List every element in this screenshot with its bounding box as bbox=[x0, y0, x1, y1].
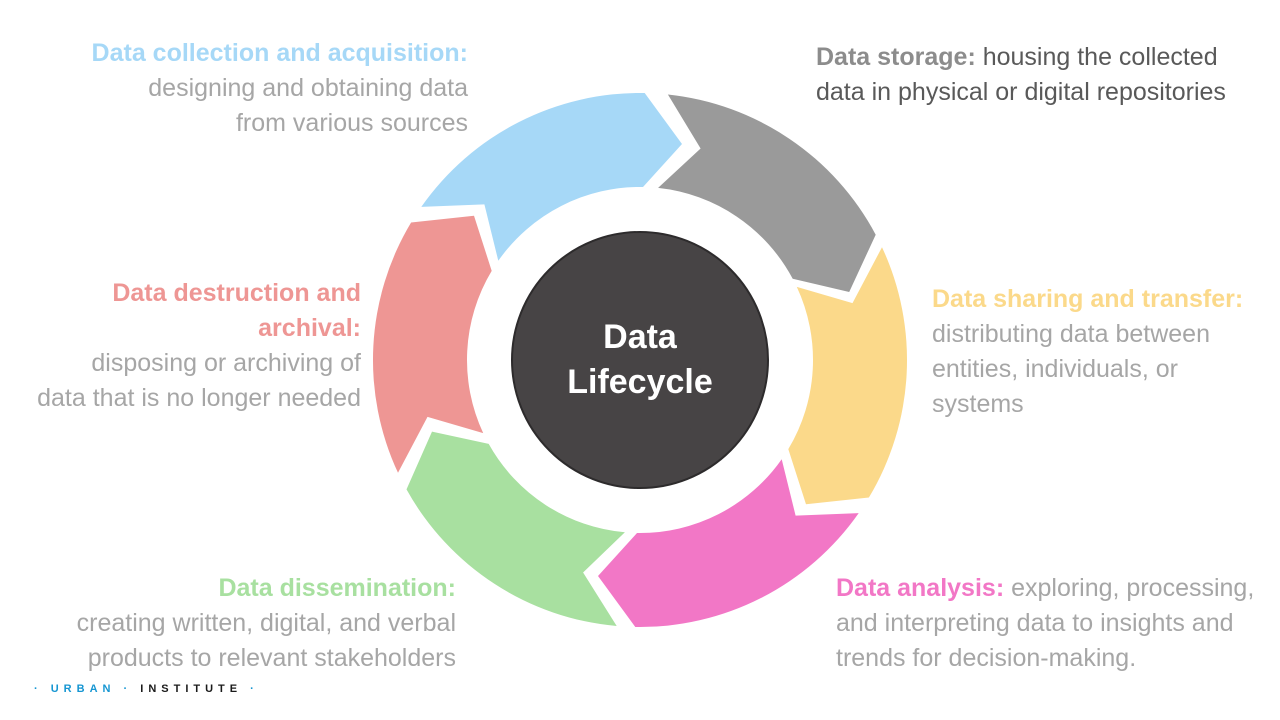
destruction-title-line1: Data destruction and bbox=[112, 279, 361, 307]
sharing-title: Data sharing and transfer: bbox=[932, 285, 1244, 313]
sharing-desc-line2: entities, individuals, or bbox=[932, 355, 1178, 383]
center-title-line1: Data bbox=[603, 318, 677, 356]
storage-desc-line2: data in physical or digital repositories bbox=[816, 78, 1226, 106]
dissemination-label: Data dissemination: creating written, di… bbox=[20, 571, 456, 676]
collection-title: Data collection and acquisition: bbox=[91, 39, 468, 67]
sharing-desc-line1: distributing data between bbox=[932, 320, 1210, 348]
dissemination-title: Data dissemination: bbox=[218, 574, 456, 602]
center-title-line2: Lifecycle bbox=[567, 363, 713, 401]
collection-arrow bbox=[421, 92, 682, 261]
logo-part1: URBAN bbox=[50, 683, 116, 695]
sharing-arrow bbox=[788, 247, 908, 505]
analysis-label: Data analysis: exploring, processing, an… bbox=[836, 571, 1276, 676]
sharing-label: Data sharing and transfer: distributing … bbox=[932, 282, 1272, 422]
logo-part2: INSTITUTE bbox=[140, 683, 243, 695]
collection-desc-line1: designing and obtaining data bbox=[148, 74, 468, 102]
destruction-label: Data destruction and archival: disposing… bbox=[10, 276, 361, 416]
analysis-arrow bbox=[598, 459, 859, 628]
dissemination-desc-line2: products to relevant stakeholders bbox=[87, 644, 456, 672]
urban-institute-logo: · URBAN · INSTITUTE · bbox=[34, 683, 259, 695]
storage-arrow bbox=[658, 94, 876, 292]
dissemination-desc-line1: creating written, digital, and verbal bbox=[76, 609, 456, 637]
sharing-desc-line3: systems bbox=[932, 390, 1024, 418]
dissemination-arrow bbox=[406, 431, 625, 626]
destruction-desc-line2: data that is no longer needed bbox=[37, 384, 361, 412]
destruction-arrow bbox=[372, 215, 492, 473]
center-title: Data Lifecycle bbox=[512, 232, 768, 488]
collection-label: Data collection and acquisition: designi… bbox=[40, 36, 468, 141]
analysis-desc-line1: exploring, processing, bbox=[1004, 574, 1255, 602]
destruction-desc-line1: disposing or archiving of bbox=[91, 349, 361, 377]
analysis-title: Data analysis: bbox=[836, 574, 1005, 602]
center-circle bbox=[511, 231, 769, 489]
analysis-desc-line3: trends for decision-making. bbox=[836, 644, 1137, 672]
analysis-desc-line2: and interpreting data to insights and bbox=[836, 609, 1234, 637]
storage-desc-line1: housing the collected bbox=[975, 43, 1218, 71]
collection-desc-line2: from various sources bbox=[235, 109, 468, 137]
storage-label: Data storage: housing the collected data… bbox=[816, 40, 1276, 110]
storage-title: Data storage: bbox=[816, 43, 976, 71]
destruction-title-line2: archival: bbox=[258, 314, 361, 342]
